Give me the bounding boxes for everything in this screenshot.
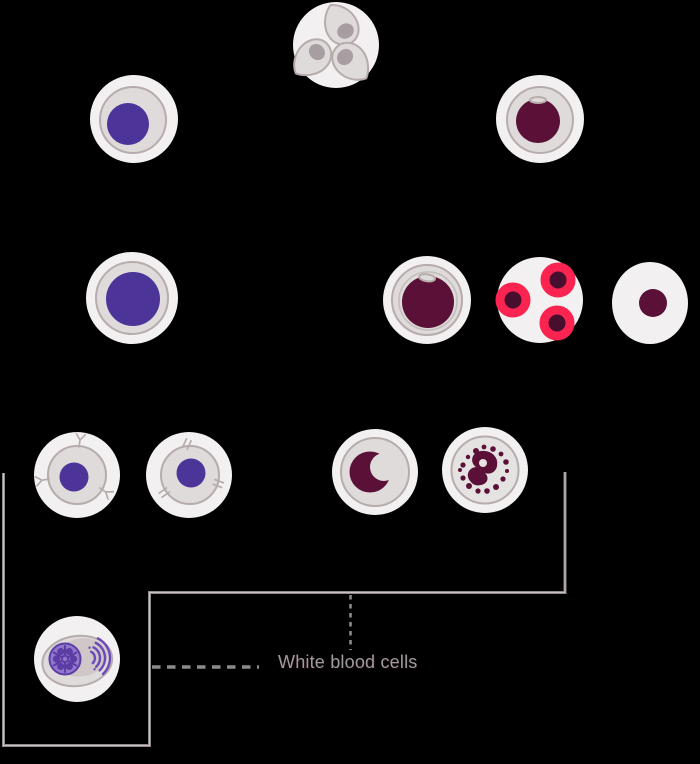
red-blood-cells-icon (495, 257, 583, 343)
plasma-cell-icon (34, 616, 120, 702)
granulocyte-cell-icon (442, 427, 528, 513)
lymphoid-progenitor-cell-icon (90, 75, 178, 163)
b-lymphocyte-cell-icon (146, 432, 232, 518)
monocyte-cell-icon (332, 429, 418, 515)
lymphoblast-cell-icon (86, 252, 178, 344)
white-blood-cells-label: White blood cells (278, 652, 418, 672)
erythroid-progenitor-cell-icon (383, 256, 471, 344)
stem-cell-cluster-icon (293, 2, 379, 88)
myeloid-progenitor-cell-icon (496, 75, 584, 163)
platelet-cell-icon (612, 262, 688, 344)
t-lymphocyte-cell-icon (34, 432, 120, 518)
